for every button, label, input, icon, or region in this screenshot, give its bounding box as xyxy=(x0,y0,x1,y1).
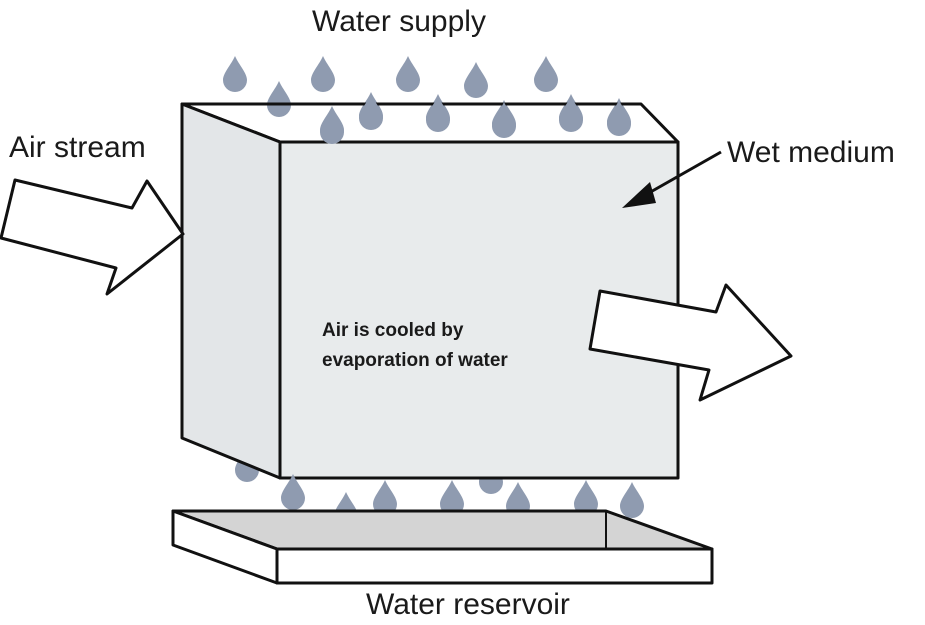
cooling-note-line-1: Air is cooled by xyxy=(322,320,464,341)
air-stream-label: Air stream xyxy=(9,131,146,164)
air-stream-inlet-arrow xyxy=(0,178,185,296)
water-drop-icon xyxy=(620,482,644,518)
water-supply-label: Water supply xyxy=(312,5,486,38)
water-drop-icon xyxy=(223,56,247,92)
water-drop-icon xyxy=(426,96,450,132)
water-drop-icon xyxy=(359,94,383,130)
cooled-air-outlet-arrow xyxy=(588,283,793,402)
water-reservoir-label: Water reservoir xyxy=(366,588,570,621)
wet-medium-label: Wet medium xyxy=(727,136,895,169)
water-drop-icon xyxy=(396,56,420,92)
water-drop-icon xyxy=(464,62,488,98)
water-drop-icon xyxy=(559,96,583,132)
water-drop-icon xyxy=(311,56,335,92)
cooling-note-line-2: evaporation of water xyxy=(322,350,508,371)
wet-medium-left-face xyxy=(180,102,282,480)
wet-medium-pointer-arrow xyxy=(622,150,722,208)
water-drop-icon xyxy=(534,56,558,92)
reservoir-front-wall xyxy=(275,547,714,585)
water-reservoir-tray xyxy=(171,509,714,585)
